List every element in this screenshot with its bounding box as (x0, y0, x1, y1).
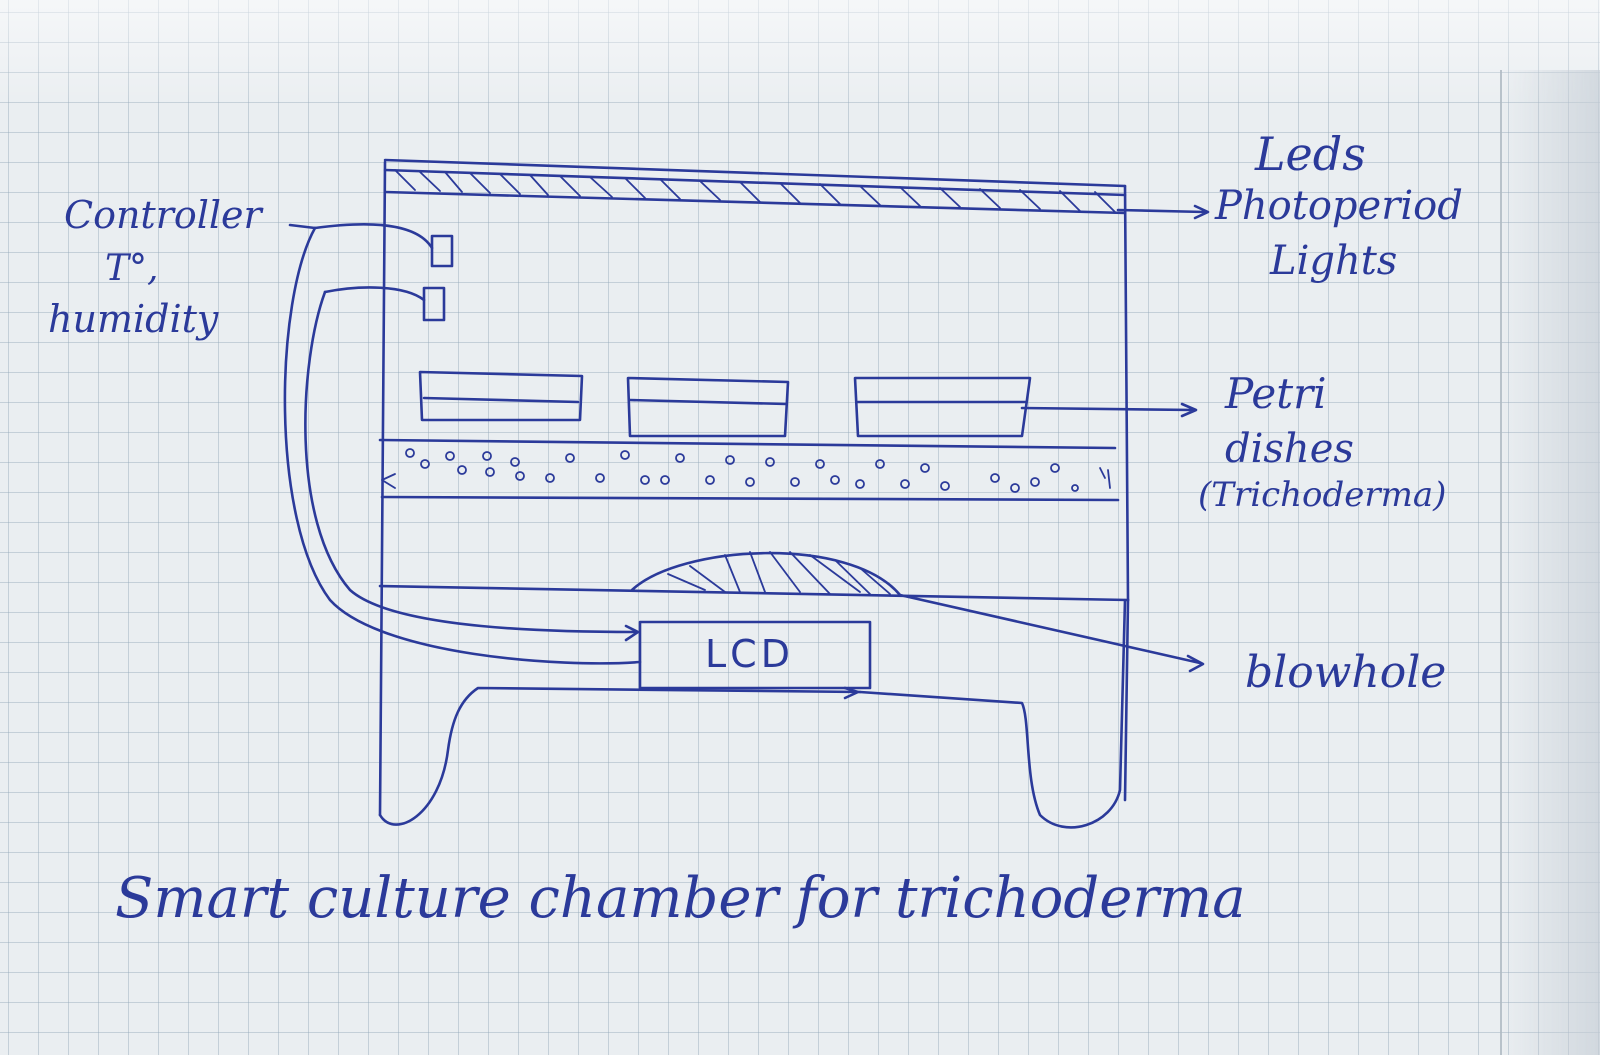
led-strip (383, 158, 1127, 215)
paper-glare (0, 0, 1600, 110)
chamber-base (378, 598, 1127, 829)
sensors (313, 222, 454, 322)
diagram-title: Smart culture chamber for trichoderma (115, 866, 1246, 931)
label-humidity: humidity (48, 297, 219, 341)
label-lights: Lights (1270, 238, 1398, 284)
controller-cables (283, 223, 642, 665)
blowhole-fan (378, 551, 1130, 602)
petri-dishes (418, 370, 1032, 438)
label-lcd: LCD (705, 632, 794, 676)
label-photoperiod: Photoperiod (1215, 183, 1463, 229)
label-dishes: dishes (1225, 426, 1354, 472)
label-controller: Controller (64, 193, 262, 237)
label-leds: Leds (1255, 127, 1366, 181)
petri-pointer (1020, 402, 1198, 418)
label-temperature: T°, (105, 248, 159, 289)
chamber-body (378, 160, 1130, 817)
notebook-edge (1500, 70, 1600, 1055)
label-trichoderma: (Trichoderma) (1198, 475, 1447, 515)
perforated-shelf (378, 438, 1120, 502)
label-petri: Petri (1225, 369, 1327, 418)
blowhole-pointer (898, 593, 1205, 673)
lcd-screen (638, 620, 872, 690)
label-blowhole: blowhole (1245, 647, 1447, 698)
leds-pointer (1116, 204, 1210, 220)
